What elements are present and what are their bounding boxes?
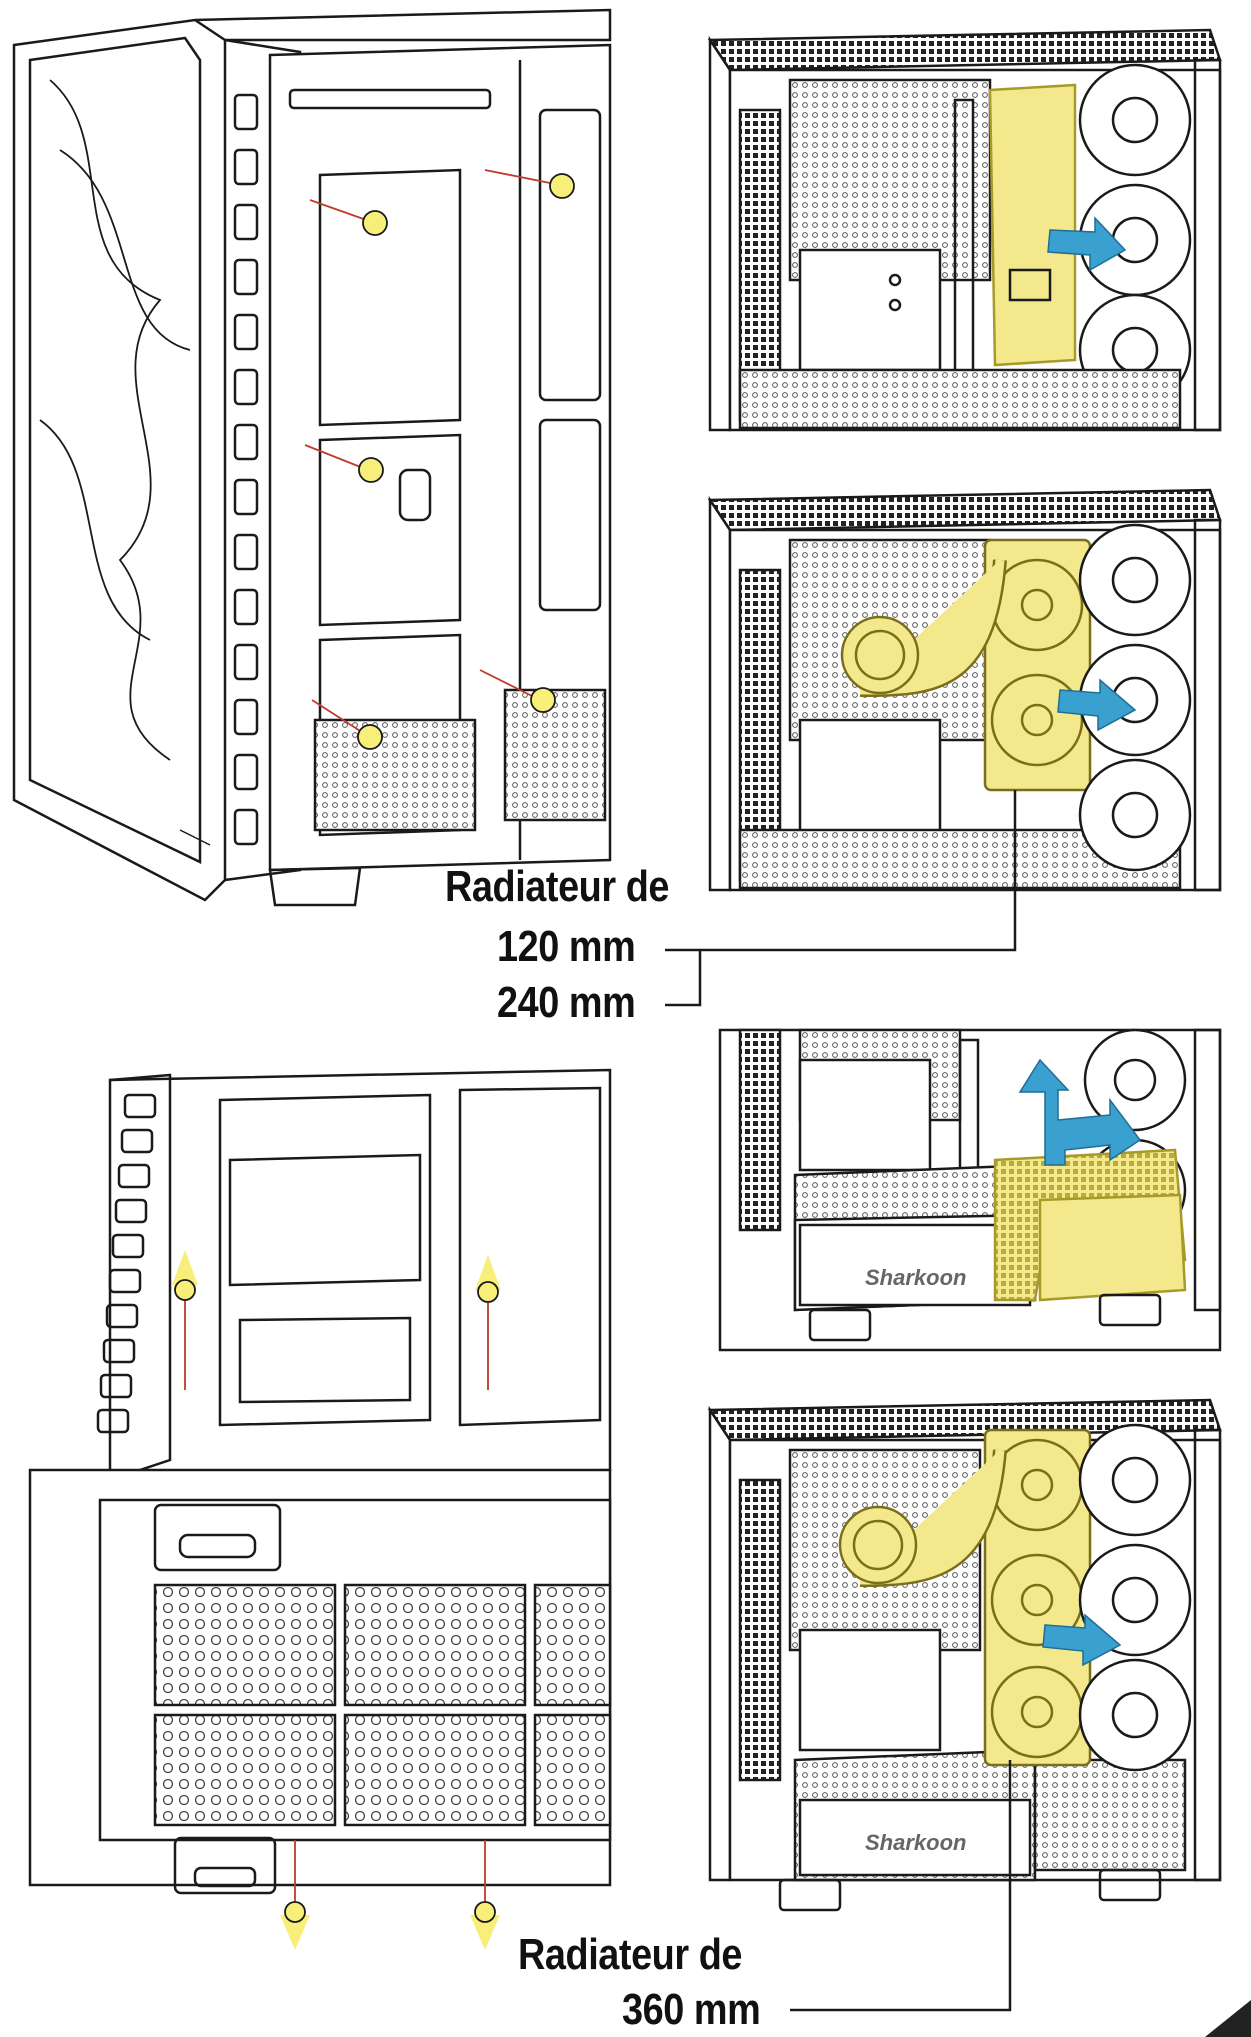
- insert-arrow-3: [1042, 1613, 1122, 1667]
- screw-markers: [304, 169, 575, 750]
- bottom-screw-markers: [172, 1250, 501, 1950]
- insert-arrow: [1047, 216, 1127, 272]
- callout-360: [790, 1760, 1012, 2012]
- rad-small-240: 240 mm: [497, 978, 636, 1027]
- side-bracket-highlight: [988, 83, 1077, 367]
- rad-small-title: Radiateur de: [445, 862, 670, 911]
- rad-large-title: Radiateur de: [518, 1930, 743, 1979]
- rad-large-360: 360 mm: [622, 1985, 761, 2034]
- side-mount-empty: [707, 28, 1222, 432]
- side-mount-240-radiator: [707, 488, 1222, 892]
- case-bottom-view: [28, 1068, 612, 1950]
- front-fans-2: [1078, 523, 1192, 872]
- side-mount-360-radiator: Sharkoon: [707, 1398, 1222, 1912]
- bottom-shroud-brand: Sharkoon: [865, 1830, 966, 1855]
- psu-shroud-brand: Sharkoon: [865, 1265, 966, 1290]
- psu-install: Sharkoon: [718, 1028, 1222, 1352]
- case-front-side-view: [12, 8, 612, 907]
- front-fans-4: [1078, 1423, 1192, 1772]
- insert-arrow-2: [1057, 678, 1137, 732]
- page-corner-tab: [1205, 2000, 1251, 2037]
- callout-120-240: [665, 790, 1017, 1007]
- front-rail-slots: [233, 93, 259, 846]
- psu-insert-arrow: [1018, 1058, 1142, 1166]
- bottom-rail-slots: [96, 1093, 157, 1434]
- rad-small-120: 120 mm: [497, 922, 636, 971]
